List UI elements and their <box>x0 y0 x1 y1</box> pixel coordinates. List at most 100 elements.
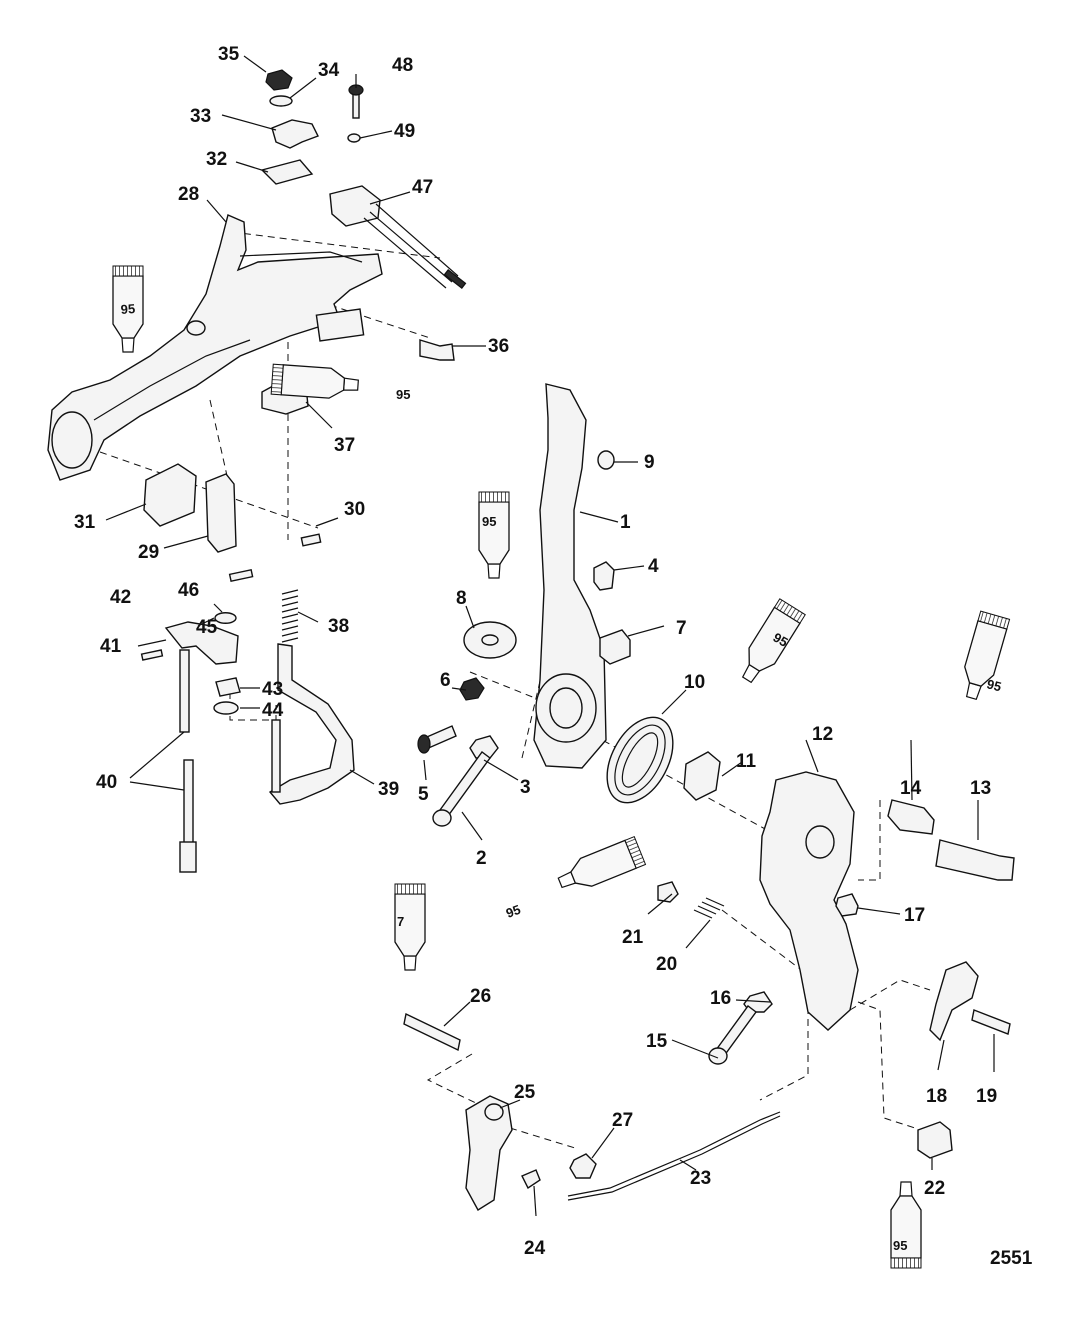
part-28-bracket <box>47 214 383 481</box>
part-9-cap <box>597 450 615 470</box>
callout-5: 5 <box>418 784 429 805</box>
part-39-link <box>268 643 355 805</box>
callout-31: 31 <box>74 512 96 533</box>
leader-lines <box>105 55 995 1217</box>
part-47-switch <box>329 185 381 227</box>
callout-44: 44 <box>262 700 284 721</box>
part-44-washer <box>213 701 239 715</box>
parts <box>47 69 1015 1211</box>
part-42-lever <box>164 621 239 665</box>
lubricant-tube-label: 95 <box>396 387 410 402</box>
part-4-bushing <box>593 561 615 591</box>
callout-26: 26 <box>470 986 491 1007</box>
callout-43: 43 <box>262 679 283 700</box>
lubricant-tube-label: 95 <box>985 676 1003 694</box>
part-2-screw <box>439 751 491 817</box>
part-6-nut <box>459 677 485 701</box>
callout-41: 41 <box>100 636 122 657</box>
callout-16: 16 <box>710 988 731 1009</box>
part-16-nut <box>743 991 773 1013</box>
lubricant-tube-label: 95 <box>120 301 135 317</box>
lubricant-tube-label: 95 <box>504 902 523 921</box>
callout-40: 40 <box>96 772 117 793</box>
part-40-rod-upper <box>179 649 190 733</box>
callout-27: 27 <box>612 1110 633 1131</box>
callout-8: 8 <box>456 588 467 609</box>
part-7-sleeve <box>599 629 631 665</box>
part-41-pin <box>140 649 164 661</box>
part-18-link <box>929 961 979 1042</box>
lubricant-tube-2 <box>270 363 360 401</box>
part-27-nut <box>569 1153 597 1179</box>
callout-39: 39 <box>378 779 399 800</box>
callout-7: 7 <box>676 618 687 639</box>
callout-32: 32 <box>206 149 227 170</box>
callout-4: 4 <box>648 556 659 577</box>
callout-37: 37 <box>334 435 355 456</box>
part-11-bushing <box>683 751 721 801</box>
callout-14: 14 <box>900 778 922 799</box>
callout-34: 34 <box>318 60 340 81</box>
callout-36: 36 <box>488 336 509 357</box>
callout-28: 28 <box>178 184 199 205</box>
part-36-bolt <box>419 339 455 361</box>
part-34-washer <box>269 95 293 107</box>
callout-46: 46 <box>178 580 199 601</box>
part-38-spring <box>281 589 299 643</box>
callout-6: 6 <box>440 670 451 691</box>
lubricant-tube-6 <box>553 835 647 898</box>
part-43-nut <box>215 677 241 697</box>
callout-19: 19 <box>976 1086 997 1107</box>
part-32-plate <box>260 159 314 185</box>
lubricant-tube-4 <box>733 598 806 689</box>
part-45-washer <box>214 612 237 624</box>
callout-42: 42 <box>110 587 131 608</box>
part-20-spring <box>693 897 725 919</box>
part-23-cable <box>567 1111 781 1201</box>
lubricant-tube-label: 95 <box>893 1238 907 1253</box>
part-40-rod-lower <box>183 759 194 845</box>
callout-2: 2 <box>476 848 487 869</box>
part-17-sleeve <box>835 893 859 917</box>
callout-38: 38 <box>328 616 349 637</box>
callout-35: 35 <box>218 44 240 65</box>
callout-25: 25 <box>514 1082 536 1103</box>
callout-45: 45 <box>196 617 218 638</box>
part-29-plate <box>205 473 237 553</box>
part-1-arm <box>533 383 607 769</box>
callout-10: 10 <box>684 672 705 693</box>
callout-49: 49 <box>394 121 415 142</box>
part-33-clamp <box>271 119 319 149</box>
part-24-clip <box>521 1169 541 1190</box>
callout-23: 23 <box>690 1168 711 1189</box>
callout-33: 33 <box>190 106 211 127</box>
part-31-bushing <box>143 463 197 527</box>
lubricant-tube-label: 7 <box>397 914 404 929</box>
callout-21: 21 <box>622 927 644 948</box>
callout-3: 3 <box>520 777 531 798</box>
callout-9: 9 <box>644 452 655 473</box>
callout-22: 22 <box>924 1178 945 1199</box>
lubricant-tube-label: 95 <box>771 630 791 650</box>
part-46-screw <box>228 568 254 583</box>
part-25-lever <box>465 1095 513 1211</box>
part-19-screw <box>971 1009 1011 1035</box>
callout-30: 30 <box>344 499 365 520</box>
callout-29: 29 <box>138 542 159 563</box>
part-14-bushing <box>887 799 935 835</box>
callout-18: 18 <box>926 1086 947 1107</box>
callout-1: 1 <box>620 512 631 533</box>
part-22-knob <box>917 1121 953 1159</box>
callout-13: 13 <box>970 778 991 799</box>
callout-48: 48 <box>392 55 413 76</box>
lubricant-tube-5 <box>956 610 1011 703</box>
callout-47: 47 <box>412 177 433 198</box>
callout-12: 12 <box>812 724 833 745</box>
part-13-bolt <box>935 839 1015 881</box>
lubricant-tubes: 95 95 95 95 95 95 7 95 <box>112 265 1011 1269</box>
part-35-nut <box>265 69 293 91</box>
lubricant-tube-8 <box>890 1181 922 1269</box>
part-26-rod <box>403 1012 461 1052</box>
part-49-washer <box>347 133 361 143</box>
